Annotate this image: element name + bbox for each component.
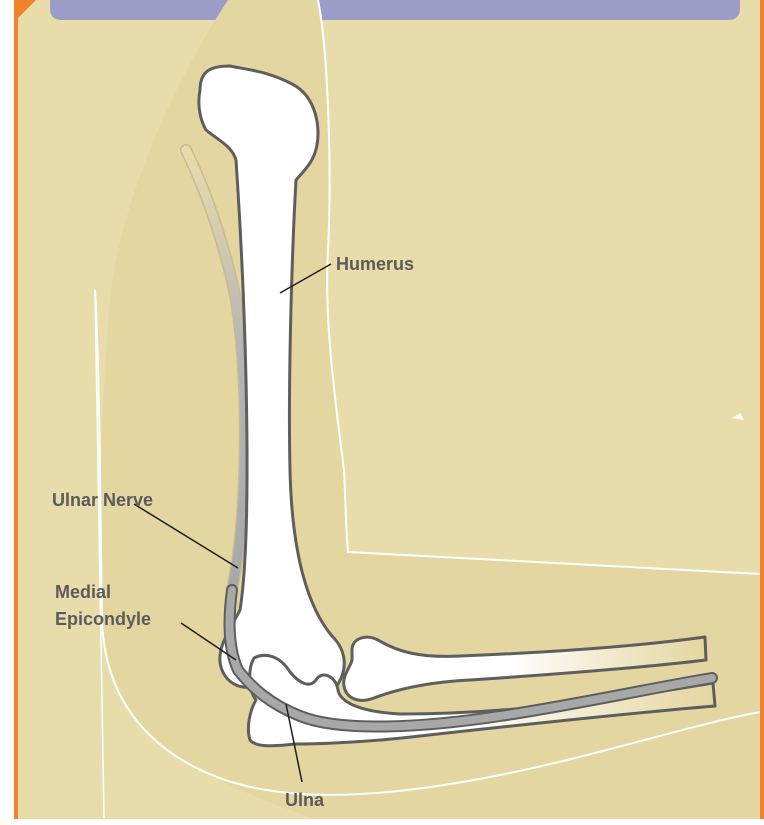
medial-label: Medial xyxy=(55,582,111,602)
header-band xyxy=(50,0,740,20)
bottom-margin xyxy=(0,819,764,825)
epicondyle-label: Epicondyle xyxy=(55,609,151,629)
humerus-label: Humerus xyxy=(336,254,414,274)
ulna-label: Ulna xyxy=(285,790,325,810)
ulnar-nerve-label: Ulnar Nerve xyxy=(52,490,153,510)
